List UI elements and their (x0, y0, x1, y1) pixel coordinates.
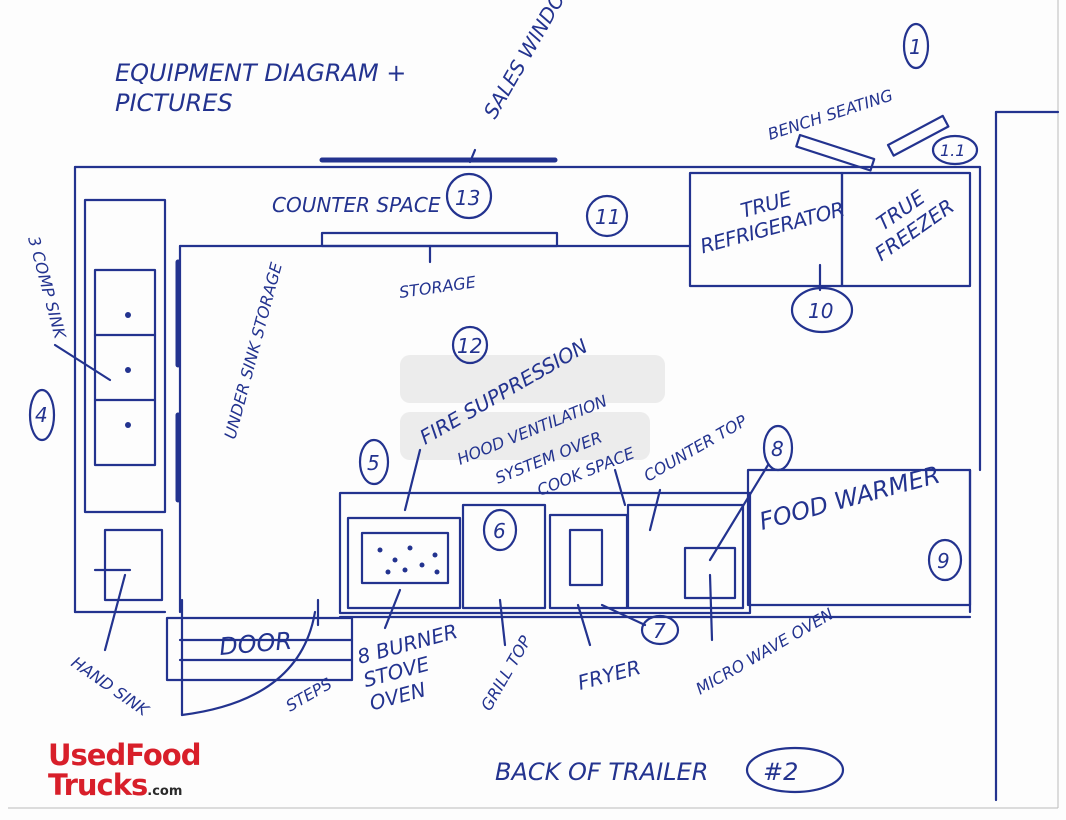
label-1: 1 (909, 35, 922, 59)
food-warmer (746, 468, 972, 607)
label-8: 8 (771, 437, 784, 461)
label-10: 10 (808, 299, 833, 323)
back-of-trailer-label: BACK OF TRAILER (495, 758, 708, 786)
bench-seat (886, 114, 950, 157)
logo-line2: Trucks (48, 768, 148, 802)
label-12: 12 (457, 334, 482, 358)
grill-top (461, 503, 547, 610)
true-freezer (840, 171, 972, 288)
under-sink-storage-label: UNDER SINK STORAGE (221, 260, 287, 441)
diagram-title: EQUIPMENT DIAGRAM + PICTURES (115, 59, 407, 117)
microwave-label: MICRO WAVE OVEN (693, 604, 837, 698)
three-comp-sink-label: 3 COMP SINK (24, 234, 70, 342)
watermark-graphic (400, 355, 665, 460)
eight-burner-stove (346, 516, 462, 610)
label-6: 6 (493, 519, 506, 543)
label-7: 7 (653, 619, 666, 643)
label-2: #2 (763, 758, 798, 786)
label-1-1: 1.1 (940, 141, 965, 160)
storage-shelf (320, 231, 559, 248)
counter-top (626, 503, 745, 610)
logo-suffix: .com (147, 784, 183, 799)
bench-seating-label: BENCH SEATING (765, 85, 895, 143)
bench-seat (795, 133, 876, 172)
label-4: 4 (35, 403, 48, 427)
label-11: 11 (595, 205, 620, 229)
food-warmer-label: FOOD WARMER (756, 461, 943, 536)
label-9: 9 (937, 549, 950, 573)
sales-window-label: SALES WINDOW (479, 0, 581, 122)
door-label: DOOR (218, 627, 293, 661)
usedfoodtrucks-logo: UsedFood Trucks.com (48, 738, 201, 807)
steps (165, 598, 354, 717)
counter-space-label: COUNTER SPACE (272, 193, 441, 217)
counter-top-label: COUNTER TOP (641, 411, 751, 485)
label-13: 13 (455, 186, 480, 210)
hand-sink (103, 528, 164, 602)
logo-line1: UsedFood (48, 738, 201, 772)
grill-top-label: GRILL TOP (477, 632, 535, 714)
hand-sink-label: HAND SINK (68, 653, 154, 721)
label-5: 5 (367, 451, 380, 475)
fryer-label: FRYER (575, 655, 643, 695)
storage-label: STORAGE (398, 272, 478, 302)
cook-line (338, 491, 752, 615)
three-comp-sink (83, 198, 167, 514)
